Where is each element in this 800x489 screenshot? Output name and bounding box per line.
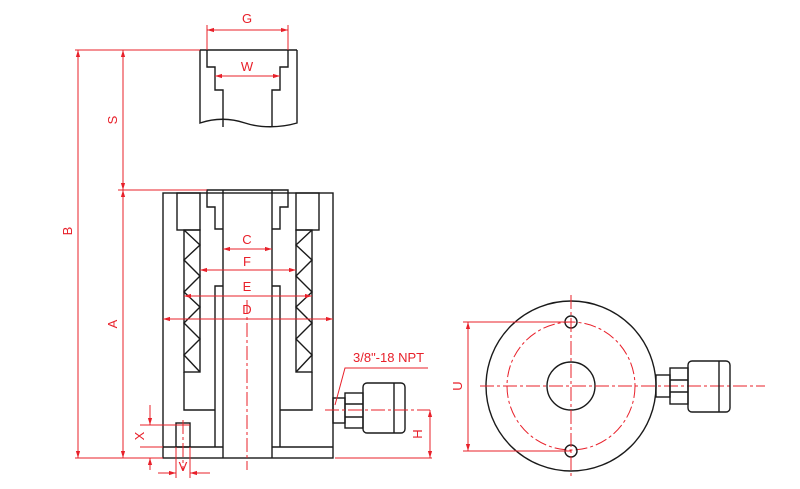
label-v: V: [179, 459, 188, 474]
label-h: H: [410, 429, 425, 438]
label-u: U: [450, 381, 465, 390]
side-coupler: [332, 382, 406, 434]
label-e: E: [243, 279, 252, 294]
label-b: B: [60, 227, 75, 236]
label-a: A: [105, 319, 120, 328]
label-d: D: [242, 302, 251, 317]
dimensions: [75, 25, 433, 478]
label-x: X: [132, 431, 147, 440]
end-view: [463, 295, 765, 478]
label-c: C: [242, 232, 251, 247]
cylinder-body-section: [162, 189, 334, 459]
extended-ram: [199, 49, 298, 128]
label-port-thread: 3/8"-18 NPT: [353, 350, 424, 365]
label-g: G: [242, 11, 252, 26]
label-w: W: [241, 59, 254, 74]
label-f: F: [243, 254, 251, 269]
label-s: S: [105, 115, 120, 124]
